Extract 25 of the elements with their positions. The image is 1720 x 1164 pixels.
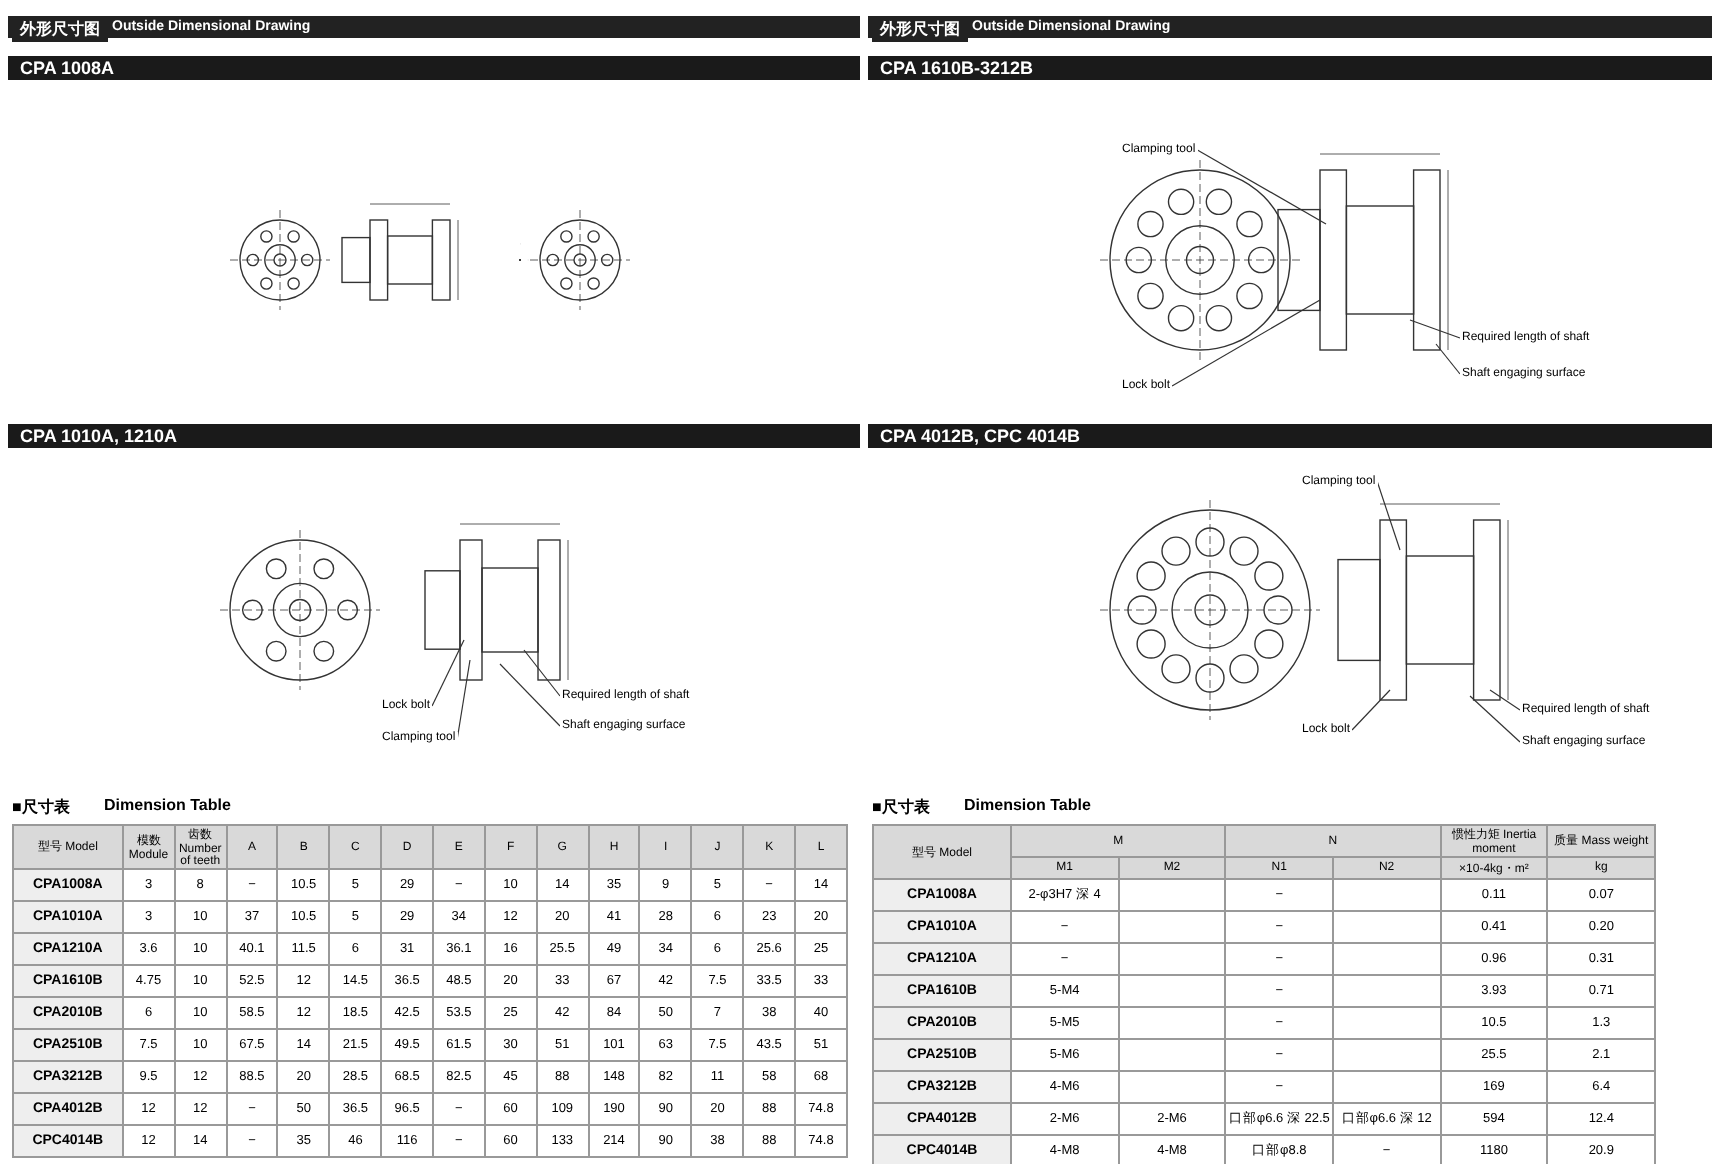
table-title: ■尺寸表 — [12, 796, 70, 818]
leader-line — [1469, 695, 1521, 743]
coupling-drawing — [1099, 153, 1449, 361]
leader-line — [431, 639, 465, 707]
table-title: ■尺寸表 — [872, 796, 930, 818]
leader-line — [1409, 319, 1461, 339]
leader-line — [1376, 481, 1401, 551]
section-title: 外形尺寸图 — [12, 16, 108, 42]
model-heading: CPA 1010A, 1210A — [8, 424, 860, 448]
table-title: Dimension Table — [964, 796, 1091, 814]
coupling-drawing — [1099, 499, 1509, 721]
model-heading: CPA 4012B, CPC 4014B — [868, 424, 1712, 448]
table-title: Dimension Table — [104, 796, 231, 814]
leader-line — [1196, 149, 1327, 225]
leader-line — [1351, 689, 1391, 731]
leader-line — [1171, 299, 1321, 387]
leader-line — [523, 649, 561, 697]
leader-line — [1435, 343, 1461, 375]
leader-line — [499, 663, 561, 727]
leader-line — [456, 659, 471, 739]
leader-line — [1489, 689, 1521, 711]
model-heading: CPA 1008A — [8, 56, 860, 80]
model-heading: CPA 1610B-3212B — [868, 56, 1712, 80]
section-title: 外形尺寸图 — [872, 16, 968, 42]
coupling-drawing — [219, 523, 569, 691]
